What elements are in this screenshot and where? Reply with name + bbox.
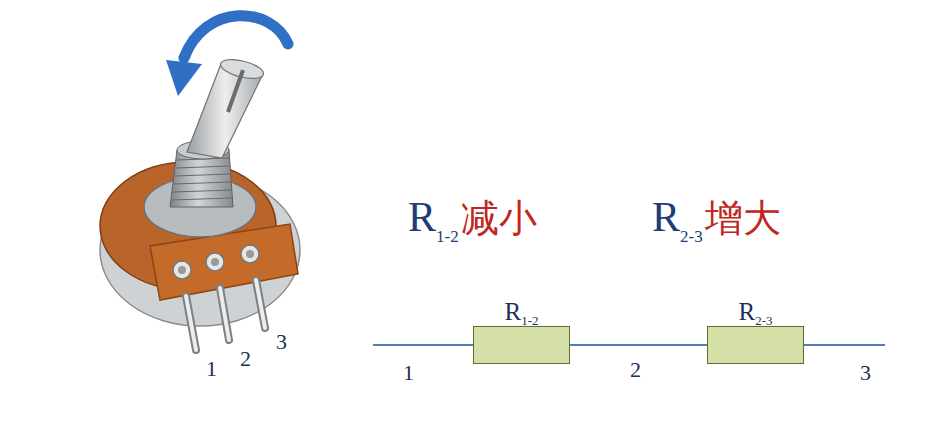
rotation-arrow (184, 16, 288, 58)
change-word: 减小 (461, 199, 537, 237)
pins (186, 280, 265, 350)
resistance-subscript: 1-2 (436, 228, 459, 245)
resistor-symbol: R (504, 299, 521, 324)
resistor-label: R1-2 (504, 299, 538, 324)
wire (570, 344, 707, 346)
pin-number: 1 (206, 358, 217, 380)
change-word: 增大 (705, 199, 781, 237)
terminal-wire (373, 344, 473, 346)
shaft-slot (228, 70, 243, 112)
resistance-subscript: 2-3 (680, 228, 703, 245)
thread-lines (172, 158, 232, 200)
resistance-symbol: R (652, 196, 680, 238)
pin-number: 3 (276, 331, 287, 353)
terminal-number: 3 (860, 362, 871, 384)
resistor-subscript: 2-3 (755, 314, 772, 327)
resistor-box: R1-2 (473, 326, 570, 364)
rivets (173, 245, 259, 279)
resistor-symbol: R (738, 299, 755, 324)
terminal-number: 2 (630, 359, 641, 381)
resistance-symbol: R (408, 196, 436, 238)
terminal-number: 1 (403, 362, 414, 384)
pin-number: 2 (240, 348, 251, 370)
resistor-label: R2-3 (738, 299, 772, 324)
terminal-wire (803, 344, 885, 346)
resistor-subscript: 1-2 (521, 314, 538, 327)
rotation-arrowhead (166, 60, 202, 96)
resistor-box: R2-3 (707, 326, 804, 364)
